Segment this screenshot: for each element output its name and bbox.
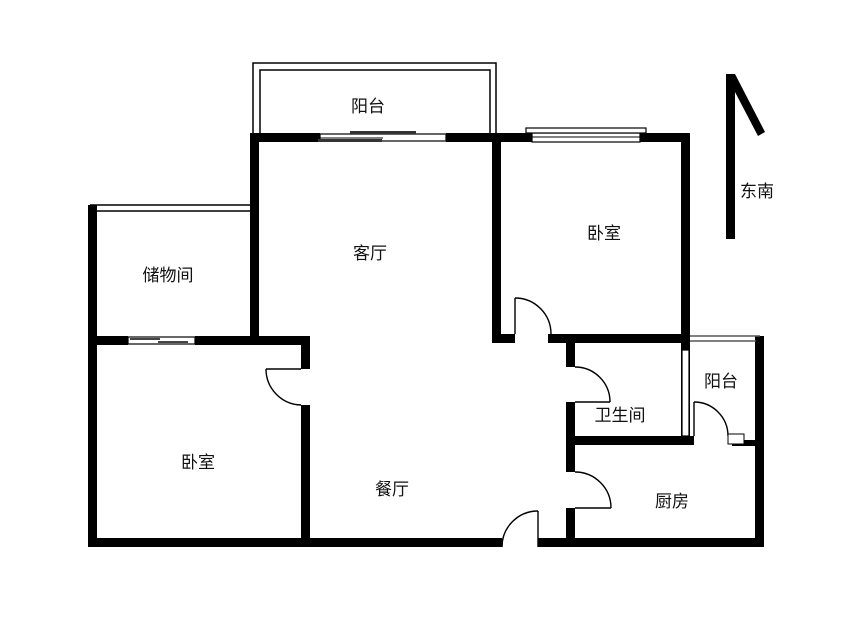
balcony-east-outline — [690, 335, 760, 342]
walls — [88, 133, 764, 547]
label-bathroom: 卫生间 — [595, 406, 646, 426]
compass-label: 东南 — [740, 182, 774, 202]
label-bedroom-north: 卧室 — [587, 224, 621, 244]
balcony-north-outline — [252, 62, 497, 135]
label-storage: 储物间 — [143, 266, 194, 286]
label-dining-room: 餐厅 — [375, 480, 409, 500]
storage-top-wall — [90, 204, 251, 212]
label-bedroom-south: 卧室 — [181, 453, 215, 473]
windows — [127, 127, 690, 437]
label-living-room: 客厅 — [353, 244, 387, 264]
north-arrow-icon — [726, 74, 765, 239]
label-kitchen: 厨房 — [655, 492, 689, 512]
label-balcony-north: 阳台 — [351, 97, 385, 117]
doors — [265, 297, 745, 548]
label-balcony-east: 阳台 — [704, 372, 738, 392]
